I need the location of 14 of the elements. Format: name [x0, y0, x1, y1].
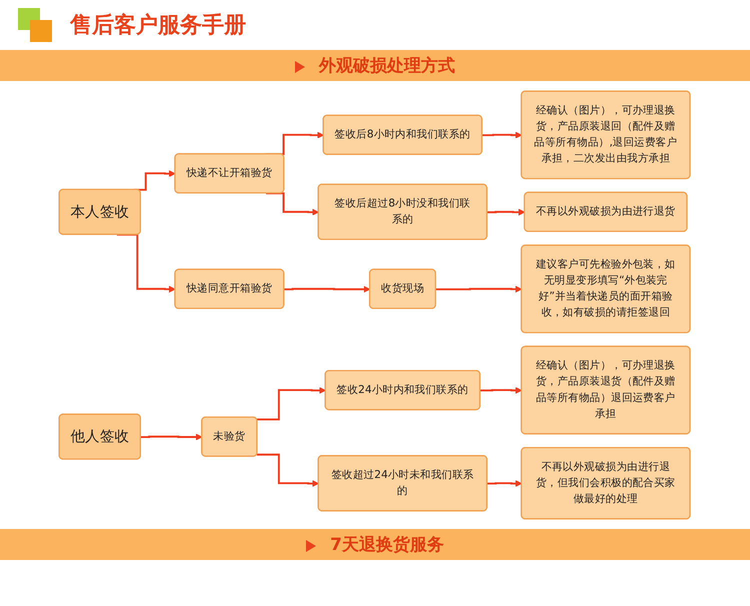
arrow: [488, 208, 526, 216]
arrow: [257, 387, 326, 420]
arrow: [257, 454, 320, 487]
arrow: [436, 286, 522, 293]
arrow: [117, 234, 176, 293]
arrow: [266, 192, 320, 216]
arrow: [488, 480, 522, 487]
arrow: [480, 387, 522, 394]
arrow: [284, 286, 371, 293]
arrow: [482, 132, 522, 139]
arrow: [141, 434, 203, 440]
section-heading: 外观破损处理方式: [319, 56, 455, 76]
section-heading: 7天退换货服务: [330, 535, 444, 555]
title: 售后客户服务手册: [70, 12, 246, 40]
